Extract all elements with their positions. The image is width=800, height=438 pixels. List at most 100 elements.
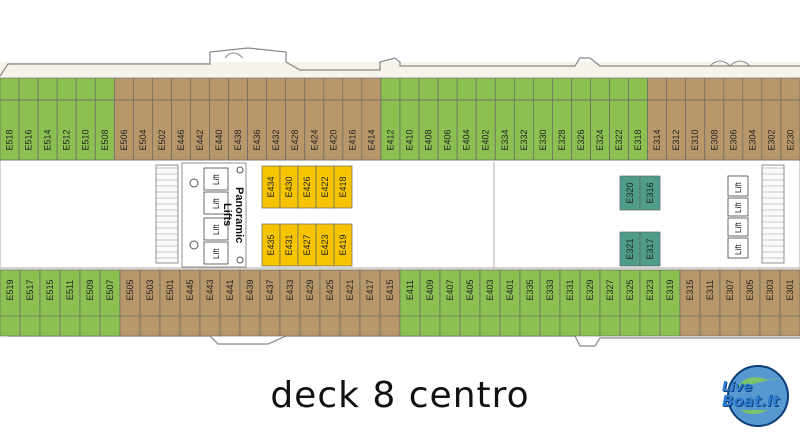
cabin: E442 <box>190 99 210 161</box>
balcony <box>513 77 534 101</box>
cabin-label: E511 <box>65 280 75 300</box>
balcony <box>571 77 591 101</box>
cabin-label: E411 <box>405 280 415 300</box>
cabin-label: E328 <box>557 129 567 150</box>
balcony <box>459 315 481 337</box>
cabin-label: E515 <box>45 279 55 300</box>
cabin-label: E312 <box>671 129 681 150</box>
cabin-label: E509 <box>85 279 95 300</box>
balcony <box>590 77 610 101</box>
cabin: E502 <box>152 99 172 161</box>
cabin: E304 <box>742 99 763 161</box>
balcony <box>609 77 629 101</box>
lift-label: Lift <box>212 174 221 185</box>
balcony <box>304 77 325 101</box>
balcony <box>266 77 287 101</box>
cabin-label: E308 <box>709 129 719 150</box>
teal-cabin: E321 <box>619 231 641 267</box>
cabin-label: E334 <box>500 129 510 150</box>
cabin-label: E518 <box>5 129 15 150</box>
cabin-label: E319 <box>665 279 675 300</box>
balcony <box>0 315 21 337</box>
cabin-label: E311 <box>705 280 715 300</box>
inner-cabin: E435 <box>261 223 281 267</box>
balcony <box>342 77 363 101</box>
cabin-label: E422 <box>320 176 330 197</box>
balcony <box>259 315 281 337</box>
cabin-label: E415 <box>385 279 395 300</box>
cabin-label: E416 <box>347 129 357 150</box>
cabin-label: E301 <box>785 279 795 300</box>
cabin: E308 <box>704 99 725 161</box>
cabin: E406 <box>437 99 458 161</box>
cabin-label: E442 <box>195 129 205 150</box>
cabin-label: E423 <box>320 234 330 255</box>
balcony <box>704 77 725 101</box>
cabin-label: E332 <box>519 129 529 150</box>
balcony <box>228 77 248 101</box>
cabin-label: E504 <box>138 129 148 150</box>
balcony <box>56 77 77 101</box>
balcony <box>780 77 800 101</box>
balcony <box>437 77 458 101</box>
cabin: E446 <box>171 99 191 161</box>
cabin-label: E316 <box>645 182 655 203</box>
cabin: E328 <box>552 99 572 161</box>
balcony <box>323 77 344 101</box>
cabin-label: E321 <box>625 238 635 259</box>
cabin-label: E414 <box>366 129 376 150</box>
balcony <box>219 315 241 337</box>
balcony <box>75 77 96 101</box>
balcony <box>659 315 681 337</box>
cabin-label: E427 <box>302 234 312 255</box>
balcony <box>239 315 261 337</box>
balcony <box>380 77 401 101</box>
cabin-label: E417 <box>365 279 375 300</box>
cabin-label: E326 <box>576 129 586 150</box>
cabin-label: E325 <box>625 279 635 300</box>
cabin-label: E401 <box>505 279 515 300</box>
balcony <box>79 315 101 337</box>
balcony <box>359 315 381 337</box>
balcony <box>559 315 581 337</box>
cabin-label: E330 <box>538 129 548 150</box>
balcony <box>199 315 221 337</box>
cabin-label: E327 <box>605 279 615 300</box>
cabin: E516 <box>18 99 39 161</box>
cabin-label: E432 <box>271 129 281 150</box>
cabin: E322 <box>609 99 629 161</box>
cabin: E432 <box>266 99 287 161</box>
inner-cabin: E431 <box>279 223 299 267</box>
cabin-label: E331 <box>565 279 575 300</box>
cabin: E324 <box>590 99 610 161</box>
inner-cabin: E434 <box>261 165 281 209</box>
cabin: E508 <box>94 99 115 161</box>
balcony <box>579 315 601 337</box>
balcony <box>113 77 134 101</box>
cabin-label: E429 <box>305 279 315 300</box>
cabin-label: E430 <box>284 176 294 197</box>
balcony <box>739 315 761 337</box>
cabin-label: E428 <box>290 129 300 150</box>
cabin: E318 <box>628 99 648 161</box>
cabin: E414 <box>361 99 382 161</box>
cabin-label: E510 <box>81 129 91 150</box>
balcony <box>699 315 721 337</box>
cabin-label: E305 <box>745 279 755 300</box>
cabin-label: E307 <box>725 279 735 300</box>
teal-cabin: E320 <box>619 175 641 211</box>
cabin-label: E310 <box>690 129 700 150</box>
cabin: E416 <box>342 99 363 161</box>
balcony <box>619 315 641 337</box>
cabin: E334 <box>494 99 515 161</box>
balcony <box>279 315 301 337</box>
cabin-label: E421 <box>345 279 355 300</box>
balcony <box>499 315 521 337</box>
balcony <box>171 77 191 101</box>
cabin-label: E519 <box>5 279 15 300</box>
cabin: E506 <box>113 99 134 161</box>
cabin-label: E502 <box>157 129 167 150</box>
balcony <box>685 77 706 101</box>
